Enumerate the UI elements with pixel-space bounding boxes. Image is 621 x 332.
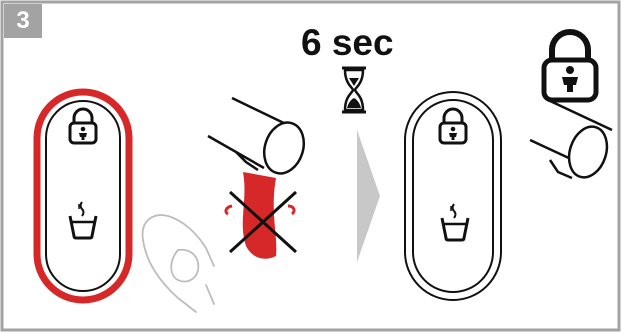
hourglass-icon: [342, 68, 366, 112]
dispenser-spout-right: [530, 100, 613, 182]
water-stream-blocked: [226, 172, 296, 259]
step-number-badge: 3: [4, 4, 42, 38]
control-panel-active: [37, 92, 129, 300]
control-panel-locked: [405, 92, 501, 300]
dispenser-spout-left: [208, 98, 310, 179]
child-lock-active-icon: [544, 32, 596, 100]
chevron-right-icon: [357, 130, 380, 262]
finger-icon: [143, 215, 214, 312]
duration-label: 6 sec: [301, 22, 394, 64]
